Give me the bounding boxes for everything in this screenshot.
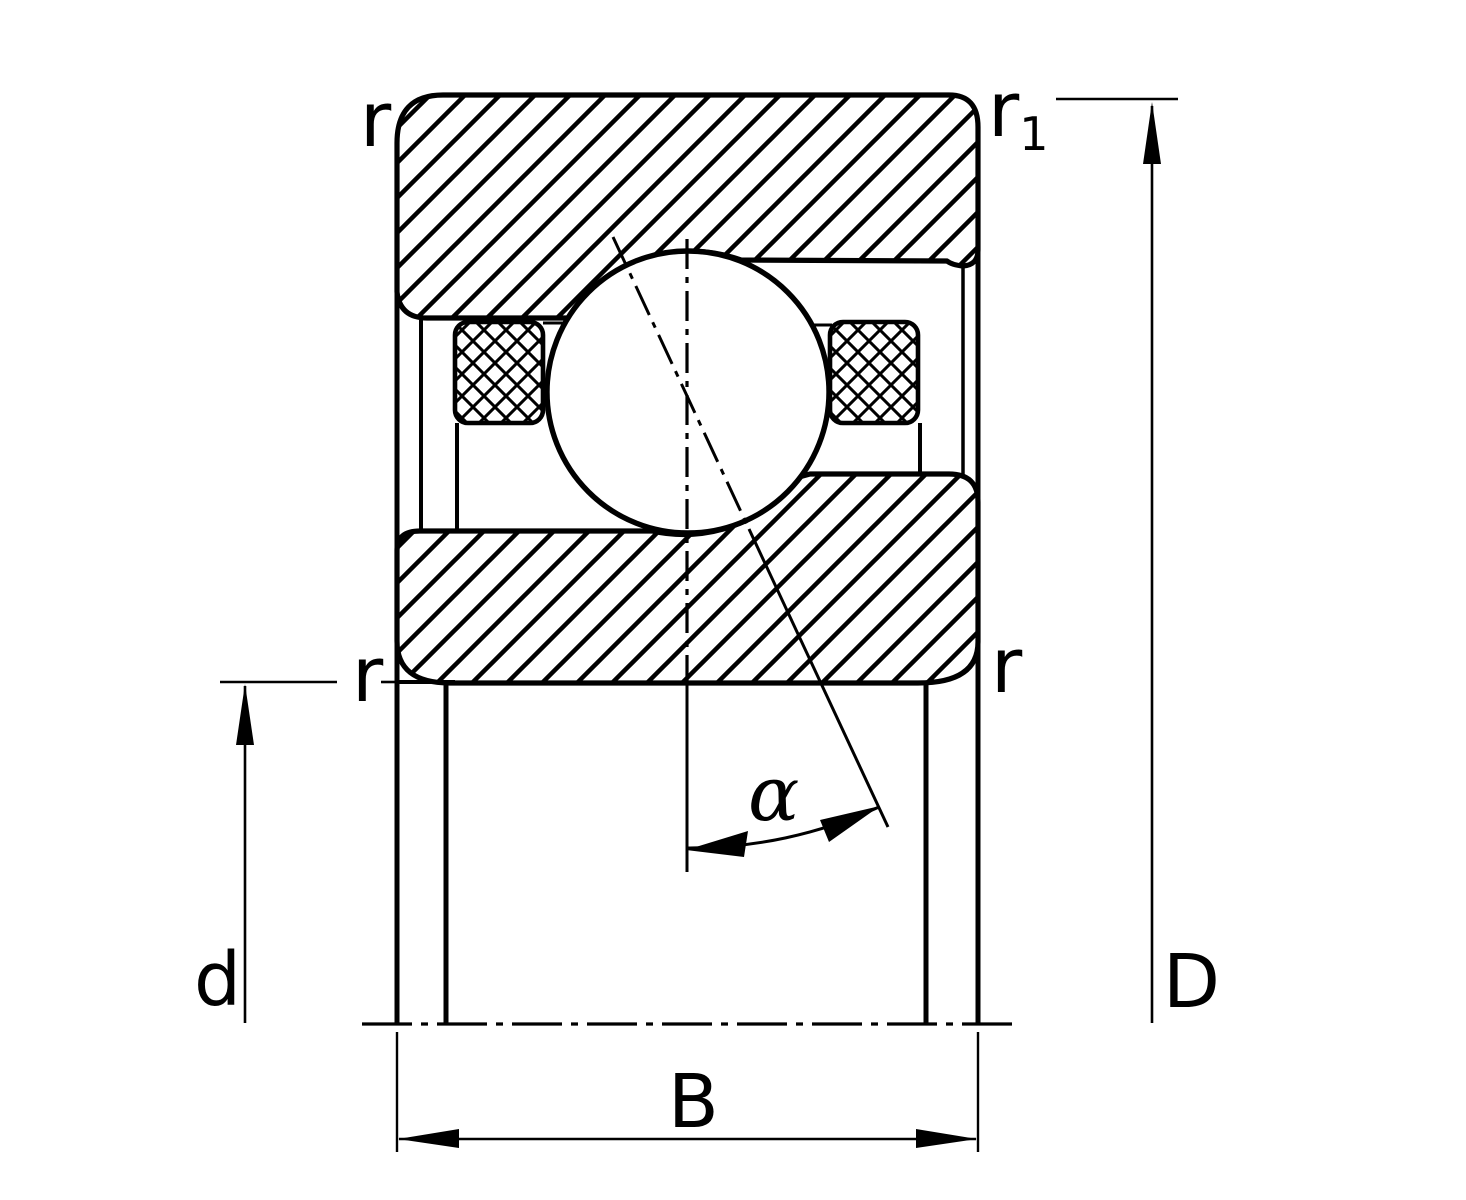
chamfer-label-top-right: r1 <box>988 65 1049 161</box>
dim-d-arrow-up <box>236 684 254 745</box>
dim-d-label: d <box>194 937 241 1023</box>
contact-angle-label: α <box>748 749 799 838</box>
dim-D-arrow-up <box>1143 102 1161 164</box>
dim-B-arrow-left <box>398 1129 459 1148</box>
dimension-d: d <box>194 680 397 1023</box>
dimension-D: D <box>1056 97 1220 1025</box>
chamfer-label-top-right-base: r <box>988 65 1020 154</box>
chamfer-label-top-left: r <box>360 75 392 164</box>
contact-angle-arrow-right <box>820 806 880 842</box>
dim-D-label: D <box>1163 939 1220 1025</box>
contact-angle-dimension: α <box>686 749 880 857</box>
contact-angle-arrow-left <box>686 831 748 857</box>
dim-B-arrow-right <box>916 1129 977 1148</box>
contact-line-solid <box>747 528 890 828</box>
chamfer-label-top-right-subscript: 1 <box>1019 107 1048 161</box>
dim-B-label: B <box>668 1059 719 1145</box>
seal-right <box>827 319 921 426</box>
seal-left <box>452 319 546 426</box>
dimension-B: B <box>395 1032 980 1152</box>
chamfer-label-bottom-right: r <box>991 621 1023 710</box>
chamfer-label-bottom-left: r <box>352 630 384 719</box>
